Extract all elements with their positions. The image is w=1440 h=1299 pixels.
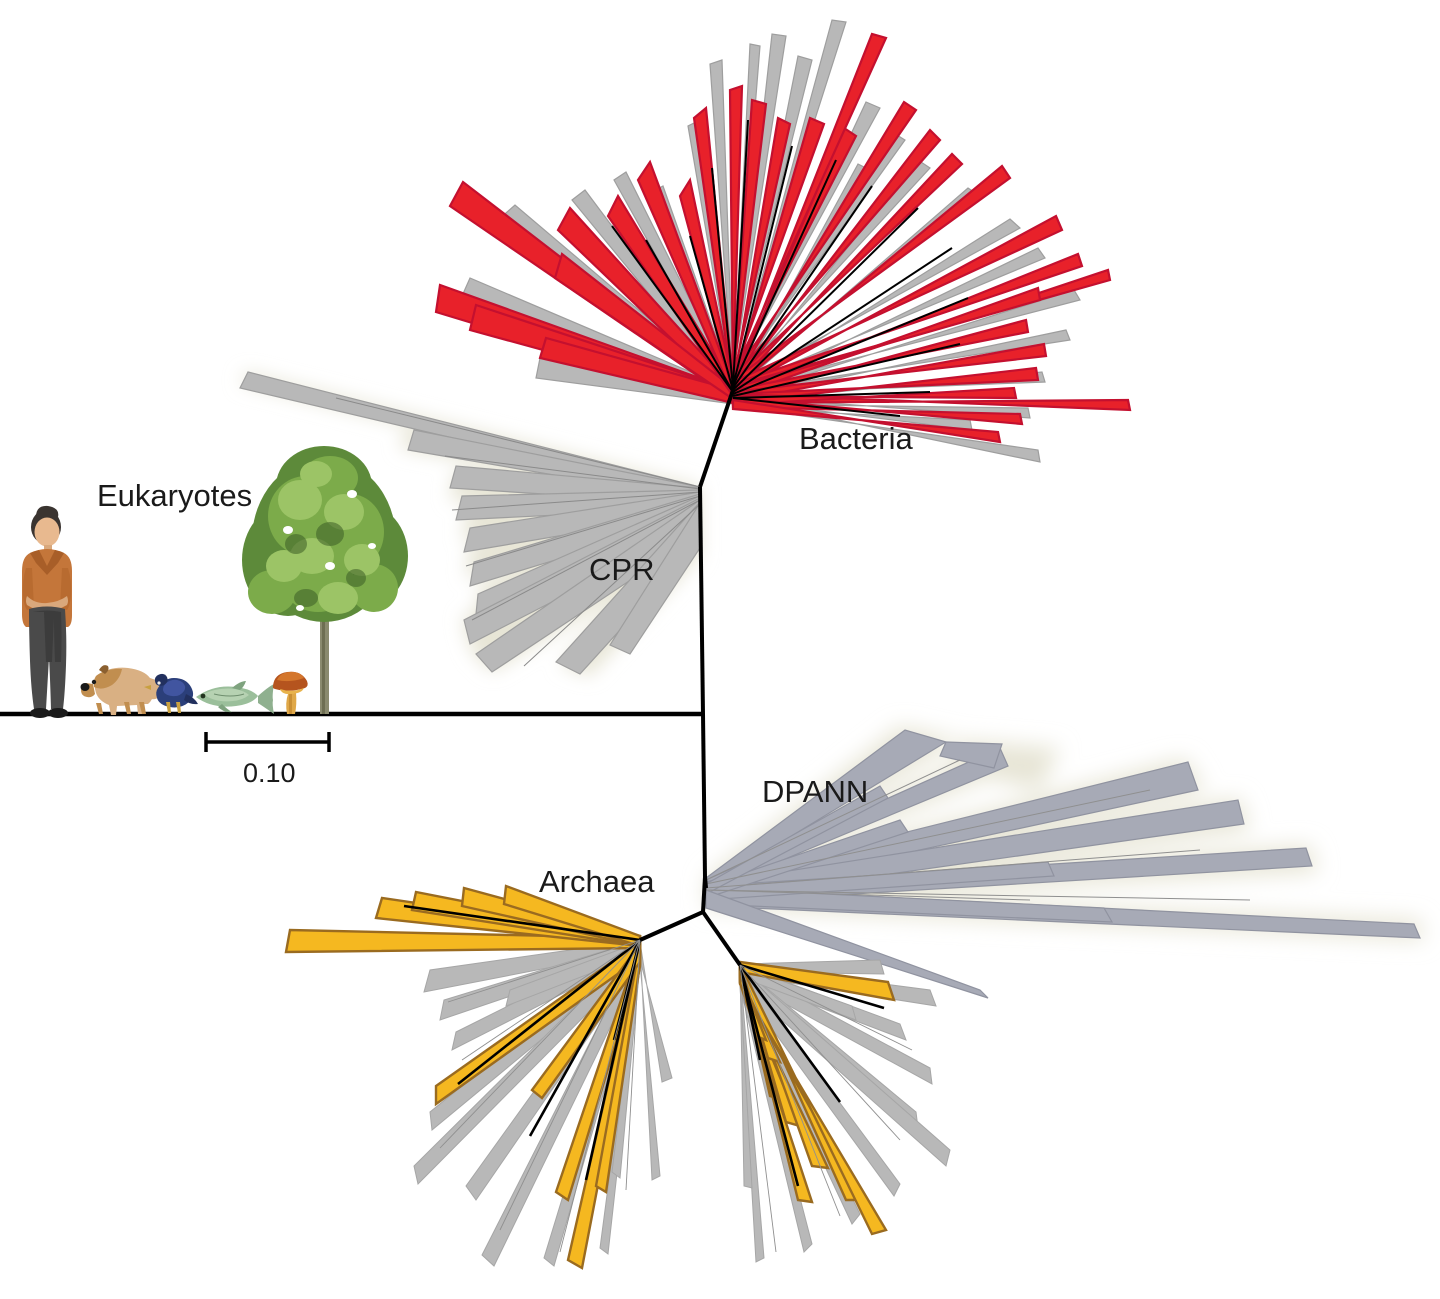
archaea-right-yellow-wedges xyxy=(738,960,896,1236)
tree-illustration xyxy=(242,446,408,714)
cpr-clade-fan xyxy=(239,371,701,675)
eukaryotes-label: Eukaryotes xyxy=(97,478,253,513)
main-trunk-lower xyxy=(701,713,707,878)
archaea-right-branch-lines xyxy=(738,963,885,1187)
bacteria-label: Bacteria xyxy=(799,421,913,456)
archaea-left-yellow-wedges xyxy=(284,884,642,1270)
archaea-right-stem xyxy=(701,910,742,967)
archaea-right-subclade xyxy=(738,959,951,1263)
archaea-left-thin-lines xyxy=(439,939,641,1253)
dpann-branch-lines xyxy=(705,759,1251,901)
bacteria-clade-fan xyxy=(434,19,1132,463)
main-trunk-upper xyxy=(698,486,705,715)
archaea-stem xyxy=(701,876,707,913)
cpr-label: CPR xyxy=(589,552,655,587)
archaea-label: Archaea xyxy=(539,864,655,899)
archaea-right-thin-lines xyxy=(739,964,913,1253)
archaea-left-subclade xyxy=(284,884,673,1270)
scale-bar xyxy=(204,732,331,752)
bird-illustration xyxy=(144,673,198,713)
human-illustration xyxy=(22,505,72,718)
mushroom-illustration xyxy=(272,671,308,714)
dog-illustration xyxy=(80,665,163,715)
tree-backbone xyxy=(639,389,742,967)
cpr-branch-lines xyxy=(335,397,701,667)
bacteria-stem xyxy=(698,389,735,488)
dpann-label: DPANN xyxy=(762,774,869,809)
bacteria-branch-lines xyxy=(611,119,969,417)
fish-illustration xyxy=(196,681,274,714)
scale-bar-label: 0.10 xyxy=(243,758,296,788)
archaea-left-stem xyxy=(639,910,704,942)
